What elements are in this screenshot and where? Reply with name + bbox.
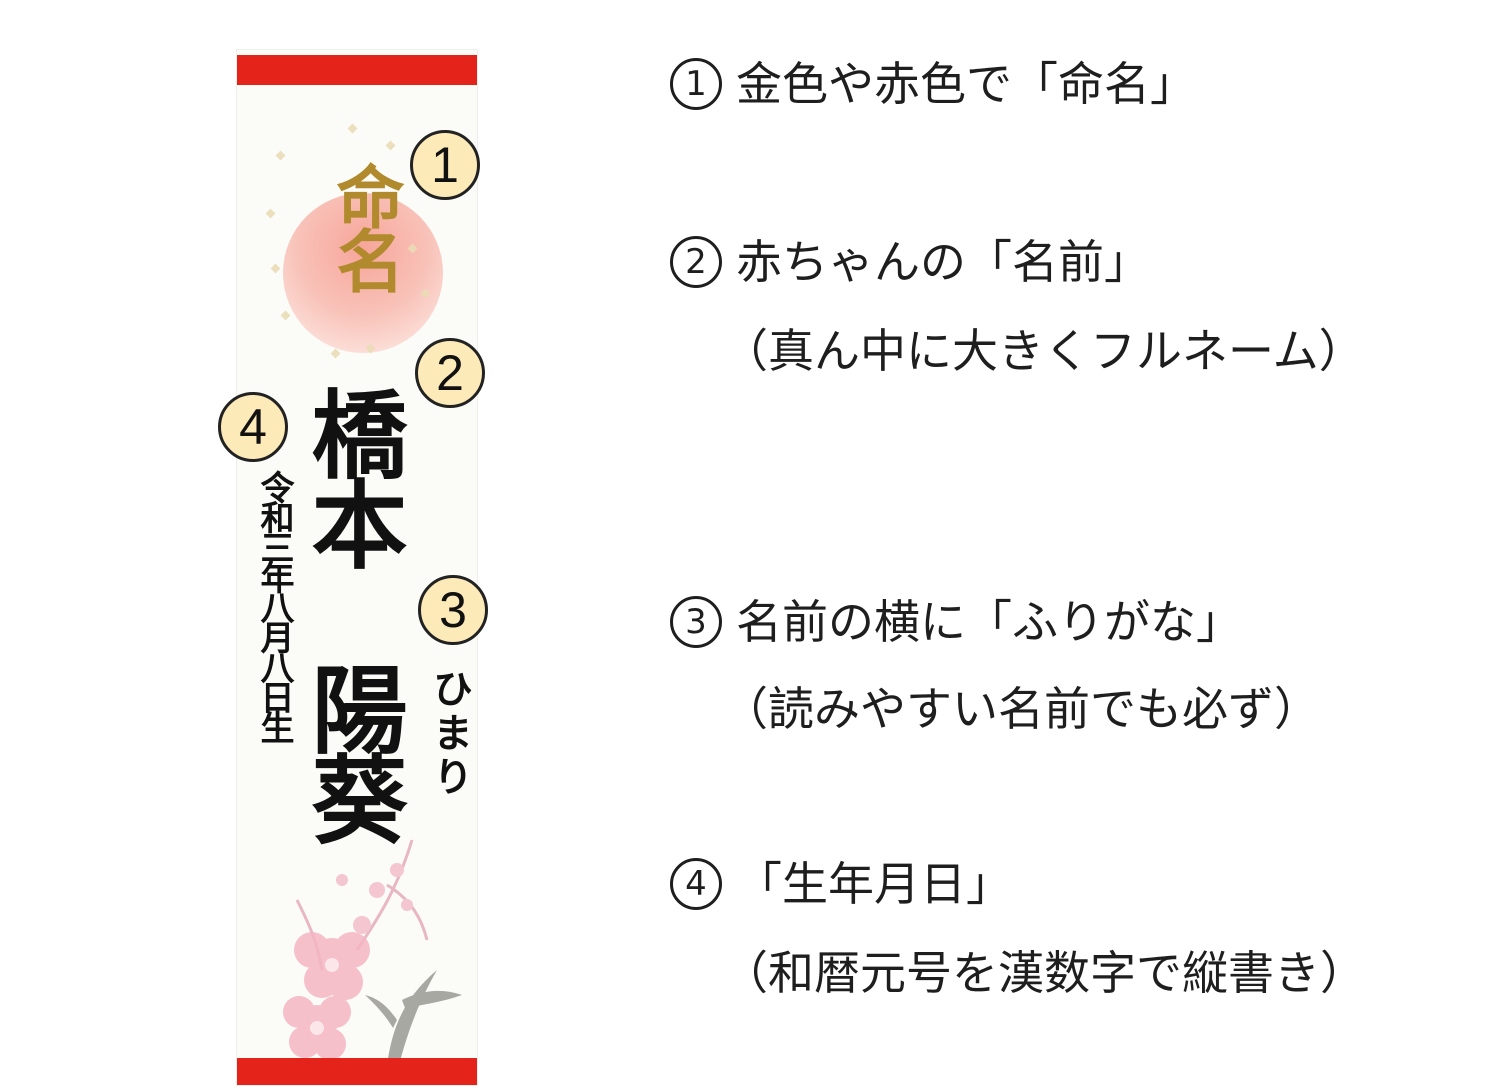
number-circle: 3 [670, 595, 722, 648]
explanation-4: 4 「生年月日」 [670, 848, 1012, 914]
banner-title: 命名 [324, 162, 404, 290]
number-circle: 1 [670, 57, 722, 110]
number-circle: 4 [670, 857, 722, 910]
naming-banner: 命名 橋本 陽葵 ひまり 令和三年八月八日生 [237, 50, 477, 1085]
explanation-3: 3 名前の横に「ふりがな」 [670, 586, 1242, 652]
explanation-text: 赤ちゃんの「名前」 [736, 235, 1150, 289]
sparkle-decoration [280, 310, 291, 321]
explanation-2: 2 赤ちゃんの「名前」 [670, 226, 1150, 292]
baby-surname: 橋本 [295, 385, 408, 565]
baby-given-name: 陽葵 [295, 660, 408, 840]
sparkle-decoration [385, 140, 396, 151]
explanation-4-sub: （和暦元号を漢数字で縦書き） [722, 946, 1366, 1000]
explanation-2-sub: （真ん中に大きくフルネーム） [722, 324, 1365, 378]
explanation-text: 金色や赤色で「命名」 [736, 57, 1196, 111]
explanation-3-sub: （読みやすい名前でも必ず） [722, 682, 1320, 736]
callout-badge-3: 3 [418, 575, 488, 645]
bottom-red-bar [237, 1058, 477, 1085]
sparkle-decoration [265, 208, 276, 219]
rising-sun-circle [283, 193, 443, 353]
top-red-bar [237, 55, 477, 85]
number-circle: 2 [670, 235, 722, 288]
furigana: ひまり [426, 668, 473, 800]
sparkle-decoration [330, 348, 341, 359]
sparkle-decoration [275, 150, 286, 161]
explanation-text: 「生年月日」 [736, 857, 1012, 911]
sparkle-decoration [270, 263, 281, 274]
callout-badge-1: 1 [410, 130, 480, 200]
plum-blossom-illustration [283, 839, 462, 1060]
sparkle-decoration [347, 123, 358, 134]
explanation-1: 1 金色や赤色で「命名」 [670, 48, 1196, 114]
callout-badge-2: 2 [415, 338, 485, 408]
callout-badge-4: 4 [218, 392, 288, 462]
explanation-text: 名前の横に「ふりがな」 [736, 595, 1242, 649]
birth-date: 令和三年八月八日生 [254, 470, 294, 740]
